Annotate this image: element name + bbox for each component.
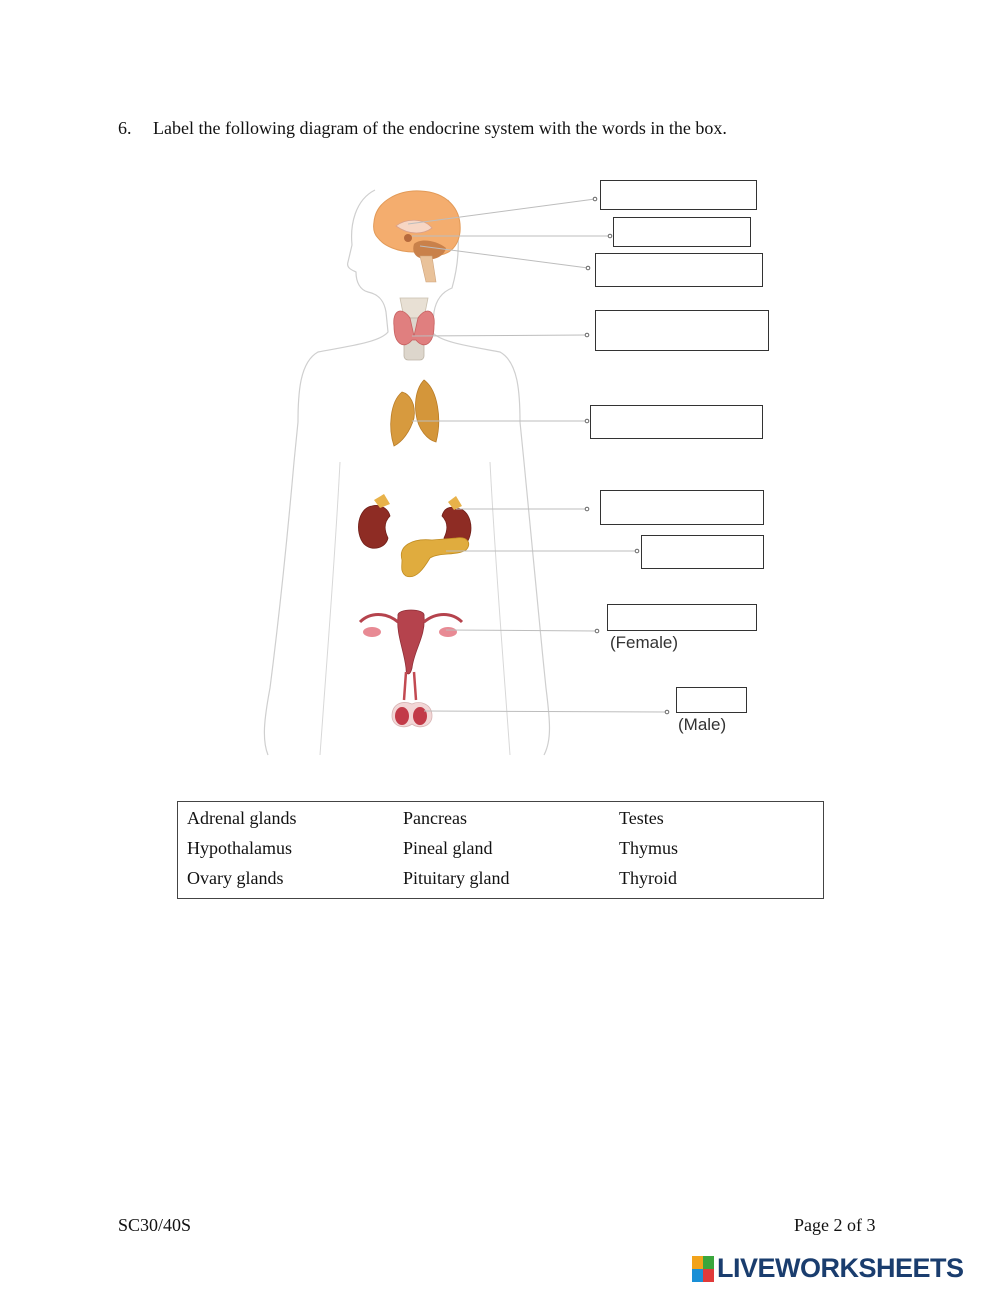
question-number: 6.	[118, 118, 132, 138]
answer-box-2[interactable]	[613, 217, 751, 247]
ovary-icon	[358, 609, 464, 675]
word-item: Thyroid	[619, 868, 677, 888]
question-6: 6. Label the following diagram of the end…	[118, 118, 727, 139]
question-text: Label the following diagram of the endoc…	[153, 118, 727, 138]
word-item: Hypothalamus	[187, 838, 292, 858]
answer-box-9[interactable]	[676, 687, 747, 713]
word-item: Pineal gland	[403, 838, 493, 858]
endocrine-diagram	[263, 189, 670, 756]
thymus-icon	[390, 379, 440, 447]
thyroid-icon	[393, 297, 435, 361]
brand-square	[692, 1268, 703, 1282]
testes-icon	[391, 671, 433, 728]
body-inner-lines	[319, 461, 511, 756]
brand-square	[703, 1268, 714, 1282]
answer-box-8[interactable]	[607, 604, 757, 631]
brand-square	[703, 1255, 714, 1269]
answer-box-5[interactable]	[590, 405, 763, 439]
word-item: Testes	[619, 808, 664, 828]
brand-logo: LIVEWORKSHEETS	[692, 1253, 964, 1284]
male-label: (Male)	[678, 715, 727, 734]
answer-box-6[interactable]	[600, 490, 764, 525]
body-outline	[263, 189, 551, 756]
brain-icon	[373, 190, 461, 283]
word-item: Adrenal glands	[187, 808, 297, 828]
brand-square	[692, 1255, 703, 1269]
pancreas-icon	[400, 537, 470, 578]
answer-box-4[interactable]	[595, 310, 769, 351]
word-item: Ovary glands	[187, 868, 284, 888]
word-bank-grid: Adrenal glands Pancreas Testes Hypothala…	[187, 808, 819, 889]
course-code: SC30/40S	[118, 1215, 192, 1235]
brand-icon	[692, 1255, 714, 1282]
word-item: Thymus	[619, 838, 679, 858]
answer-box-1[interactable]	[600, 180, 757, 210]
word-item: Pancreas	[403, 808, 467, 828]
answer-box-3[interactable]	[595, 253, 763, 287]
leader-lines	[407, 196, 670, 715]
word-bank: Adrenal glands Pancreas Testes Hypothala…	[177, 801, 824, 899]
female-label: (Female)	[610, 633, 679, 652]
word-item: Pituitary gland	[403, 868, 510, 888]
answer-box-7[interactable]	[641, 535, 764, 569]
brand-name: LIVEWORKSHEETS	[717, 1253, 964, 1283]
page-number: Page 2 of 3	[794, 1215, 876, 1235]
